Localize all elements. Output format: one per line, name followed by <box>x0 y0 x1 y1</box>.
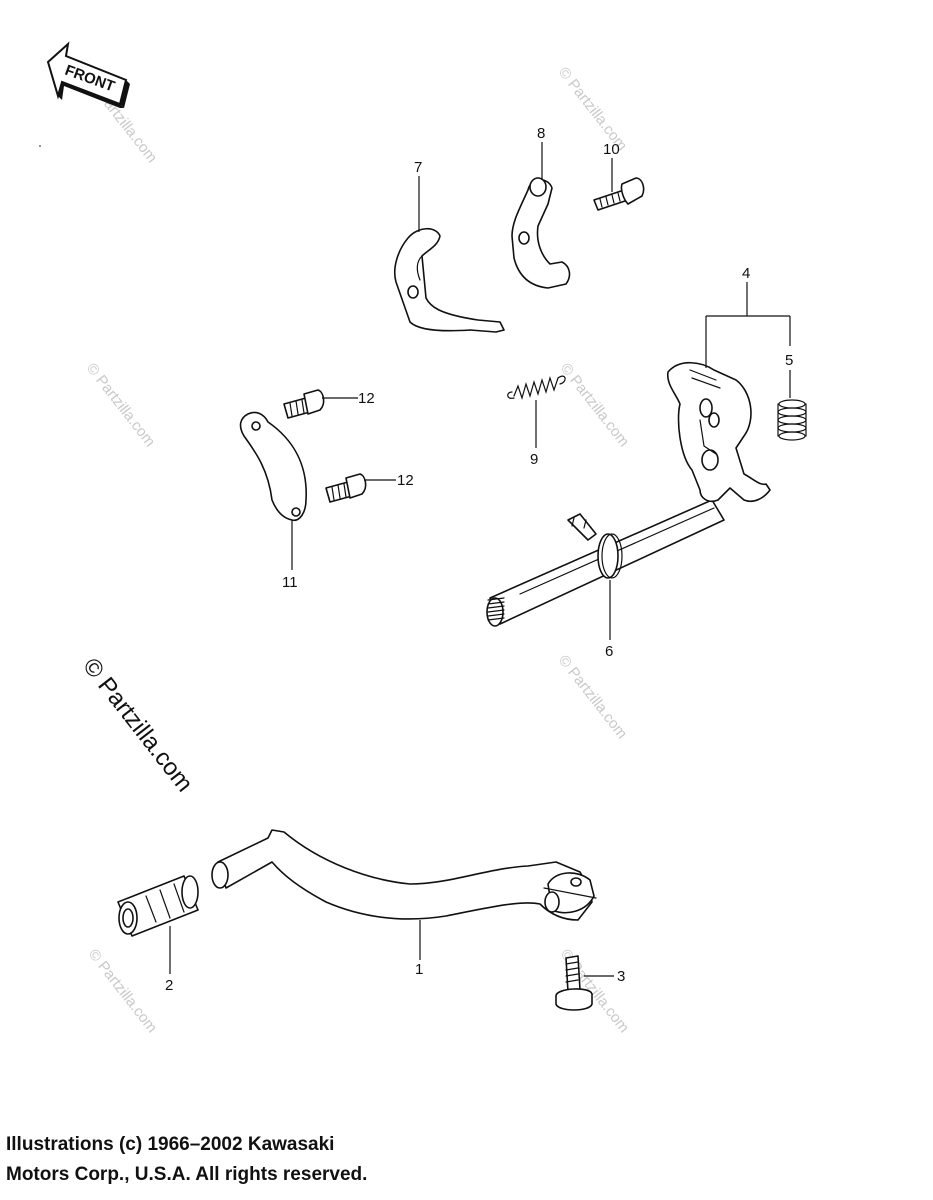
part-6-spring-on-shaft <box>567 513 623 579</box>
callout-4: 4 <box>742 265 750 282</box>
part-7-bracket <box>393 227 505 333</box>
callout-1: 1 <box>415 961 423 978</box>
part-9-spring <box>507 375 566 401</box>
callout-2: 2 <box>165 977 173 994</box>
callout-9: 9 <box>530 451 538 468</box>
part-8-lever <box>511 177 571 289</box>
part-2-rubber-grip <box>117 875 199 937</box>
callout-10: 10 <box>603 141 620 158</box>
callout-8: 8 <box>537 125 545 142</box>
copyright-notice: Illustrations (c) 1966–2002 Kawasaki Mot… <box>6 1130 367 1190</box>
callout-7: 7 <box>414 159 422 176</box>
part-4-shift-shaft <box>486 361 771 627</box>
part-10-bolt <box>593 177 645 211</box>
callout-6: 6 <box>605 643 613 660</box>
part-5-spring <box>777 399 807 441</box>
part-1-shift-pedal <box>211 829 597 921</box>
callout-labels: 7 8 10 4 5 12 9 12 11 6 1 3 2 <box>165 125 793 994</box>
part-3-pinch-bolt <box>555 955 593 1011</box>
part-11-plate <box>239 411 307 522</box>
callout-12-lower: 12 <box>397 472 414 489</box>
callout-12-upper: 12 <box>358 390 375 407</box>
part-12-bolt-lower <box>325 473 367 503</box>
front-arrow-badge: FRONT <box>46 41 130 108</box>
watermark-main: © Partzilla.com <box>77 653 198 797</box>
callout-5: 5 <box>785 352 793 369</box>
copyright-line-2: Motors Corp., U.S.A. All rights reserved… <box>6 1164 368 1185</box>
watermark-mid-right: © Partzilla.com <box>557 360 633 450</box>
leader-lines <box>169 142 791 977</box>
watermark-mid-left: © Partzilla.com <box>83 360 159 450</box>
watermark-lower-right: © Partzilla.com <box>555 652 631 742</box>
callout-3: 3 <box>617 968 625 985</box>
copyright-line-1: Illustrations (c) 1966–2002 Kawasaki <box>6 1134 335 1155</box>
part-12-bolt-upper <box>283 389 325 419</box>
stray-dot <box>39 145 41 147</box>
watermark-bottom-left: © Partzilla.com <box>85 946 161 1036</box>
callout-11: 11 <box>282 574 298 591</box>
